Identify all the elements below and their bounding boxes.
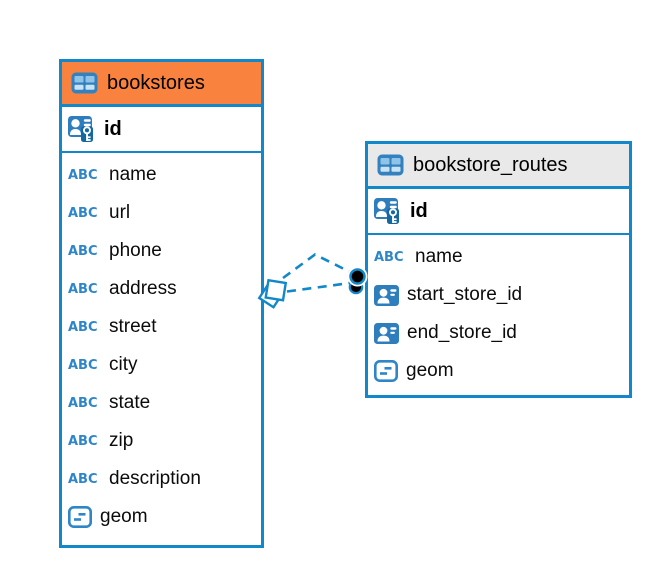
column-name: url (109, 202, 131, 223)
text-type-icon: ABC (68, 357, 98, 373)
column-name: id (410, 199, 428, 222)
column-name: geom (406, 360, 454, 381)
column-name: name (415, 246, 463, 267)
text-type-icon: ABC (68, 395, 98, 411)
primary-key-icon (68, 115, 96, 143)
column-row-geom[interactable]: geom (368, 352, 629, 390)
entity-table-bookstores[interactable]: bookstores id ABC name ABC ur (59, 59, 264, 548)
text-type-icon: ABC (68, 205, 98, 221)
table-icon (71, 72, 98, 94)
column-name: geom (100, 506, 148, 527)
table-icon (377, 154, 404, 176)
column-name: state (109, 392, 151, 413)
reference-type-icon (374, 322, 399, 344)
primary-key-icon (374, 197, 402, 225)
table-header-bookstores[interactable]: bookstores (62, 62, 261, 107)
column-row-street[interactable]: ABC street (62, 308, 261, 346)
column-name: description (109, 468, 201, 489)
reference-type-icon (374, 284, 399, 306)
column-row-address[interactable]: ABC address (62, 270, 261, 308)
column-row-url[interactable]: ABC url (62, 194, 261, 232)
column-name: phone (109, 240, 162, 261)
text-type-icon: ABC (374, 249, 404, 265)
column-row-phone[interactable]: ABC phone (62, 232, 261, 270)
text-type-icon: ABC (68, 281, 98, 297)
column-name: id (104, 117, 122, 140)
geometry-type-icon (68, 506, 92, 528)
relationship-line-upper[interactable] (282, 252, 352, 280)
table-title: bookstores (107, 71, 205, 94)
column-row-zip[interactable]: ABC zip (62, 422, 261, 460)
column-row-start-store-id[interactable]: start_store_id (368, 276, 629, 314)
table-header-bookstore-routes[interactable]: bookstore_routes (368, 144, 629, 189)
text-type-icon: ABC (68, 319, 98, 335)
column-row-id[interactable]: id (62, 107, 261, 153)
column-row-city[interactable]: ABC city (62, 346, 261, 384)
column-row-state[interactable]: ABC state (62, 384, 261, 422)
text-type-icon: ABC (68, 243, 98, 259)
text-type-icon: ABC (68, 471, 98, 487)
entity-table-bookstore-routes[interactable]: bookstore_routes id ABC name (365, 141, 632, 398)
column-row-geom[interactable]: geom (62, 498, 261, 536)
table-title: bookstore_routes (413, 153, 568, 176)
column-list: ABC name ABC url ABC phone ABC address A… (62, 153, 261, 536)
column-list: ABC name start_store_id (368, 235, 629, 390)
column-row-id[interactable]: id (368, 189, 629, 235)
column-row-name[interactable]: ABC name (368, 238, 629, 276)
column-name: street (109, 316, 157, 337)
column-row-name[interactable]: ABC name (62, 156, 261, 194)
text-type-icon: ABC (68, 167, 98, 183)
column-name: start_store_id (407, 284, 523, 305)
relationship-line-lower[interactable] (286, 281, 351, 293)
text-type-icon: ABC (68, 433, 98, 449)
column-name: city (109, 354, 138, 375)
column-name: name (109, 164, 157, 185)
column-name: zip (109, 430, 134, 451)
column-name: end_store_id (407, 322, 517, 343)
geometry-type-icon (374, 360, 398, 382)
column-name: address (109, 278, 177, 299)
column-row-description[interactable]: ABC description (62, 460, 261, 498)
column-row-end-store-id[interactable]: end_store_id (368, 314, 629, 352)
